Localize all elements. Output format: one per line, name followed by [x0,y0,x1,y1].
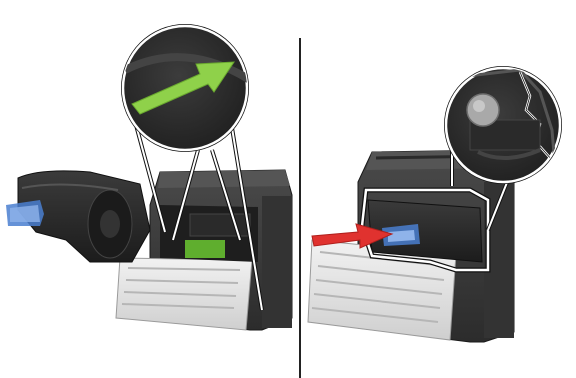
cartridge-latch-icon [467,94,499,126]
left-blue-handle [6,200,44,226]
left-panel-remove-cartridge [6,24,292,330]
right-panel-insert-cartridge [308,66,562,342]
right-callout-circle [444,66,562,184]
left-callout-circle [121,24,250,152]
